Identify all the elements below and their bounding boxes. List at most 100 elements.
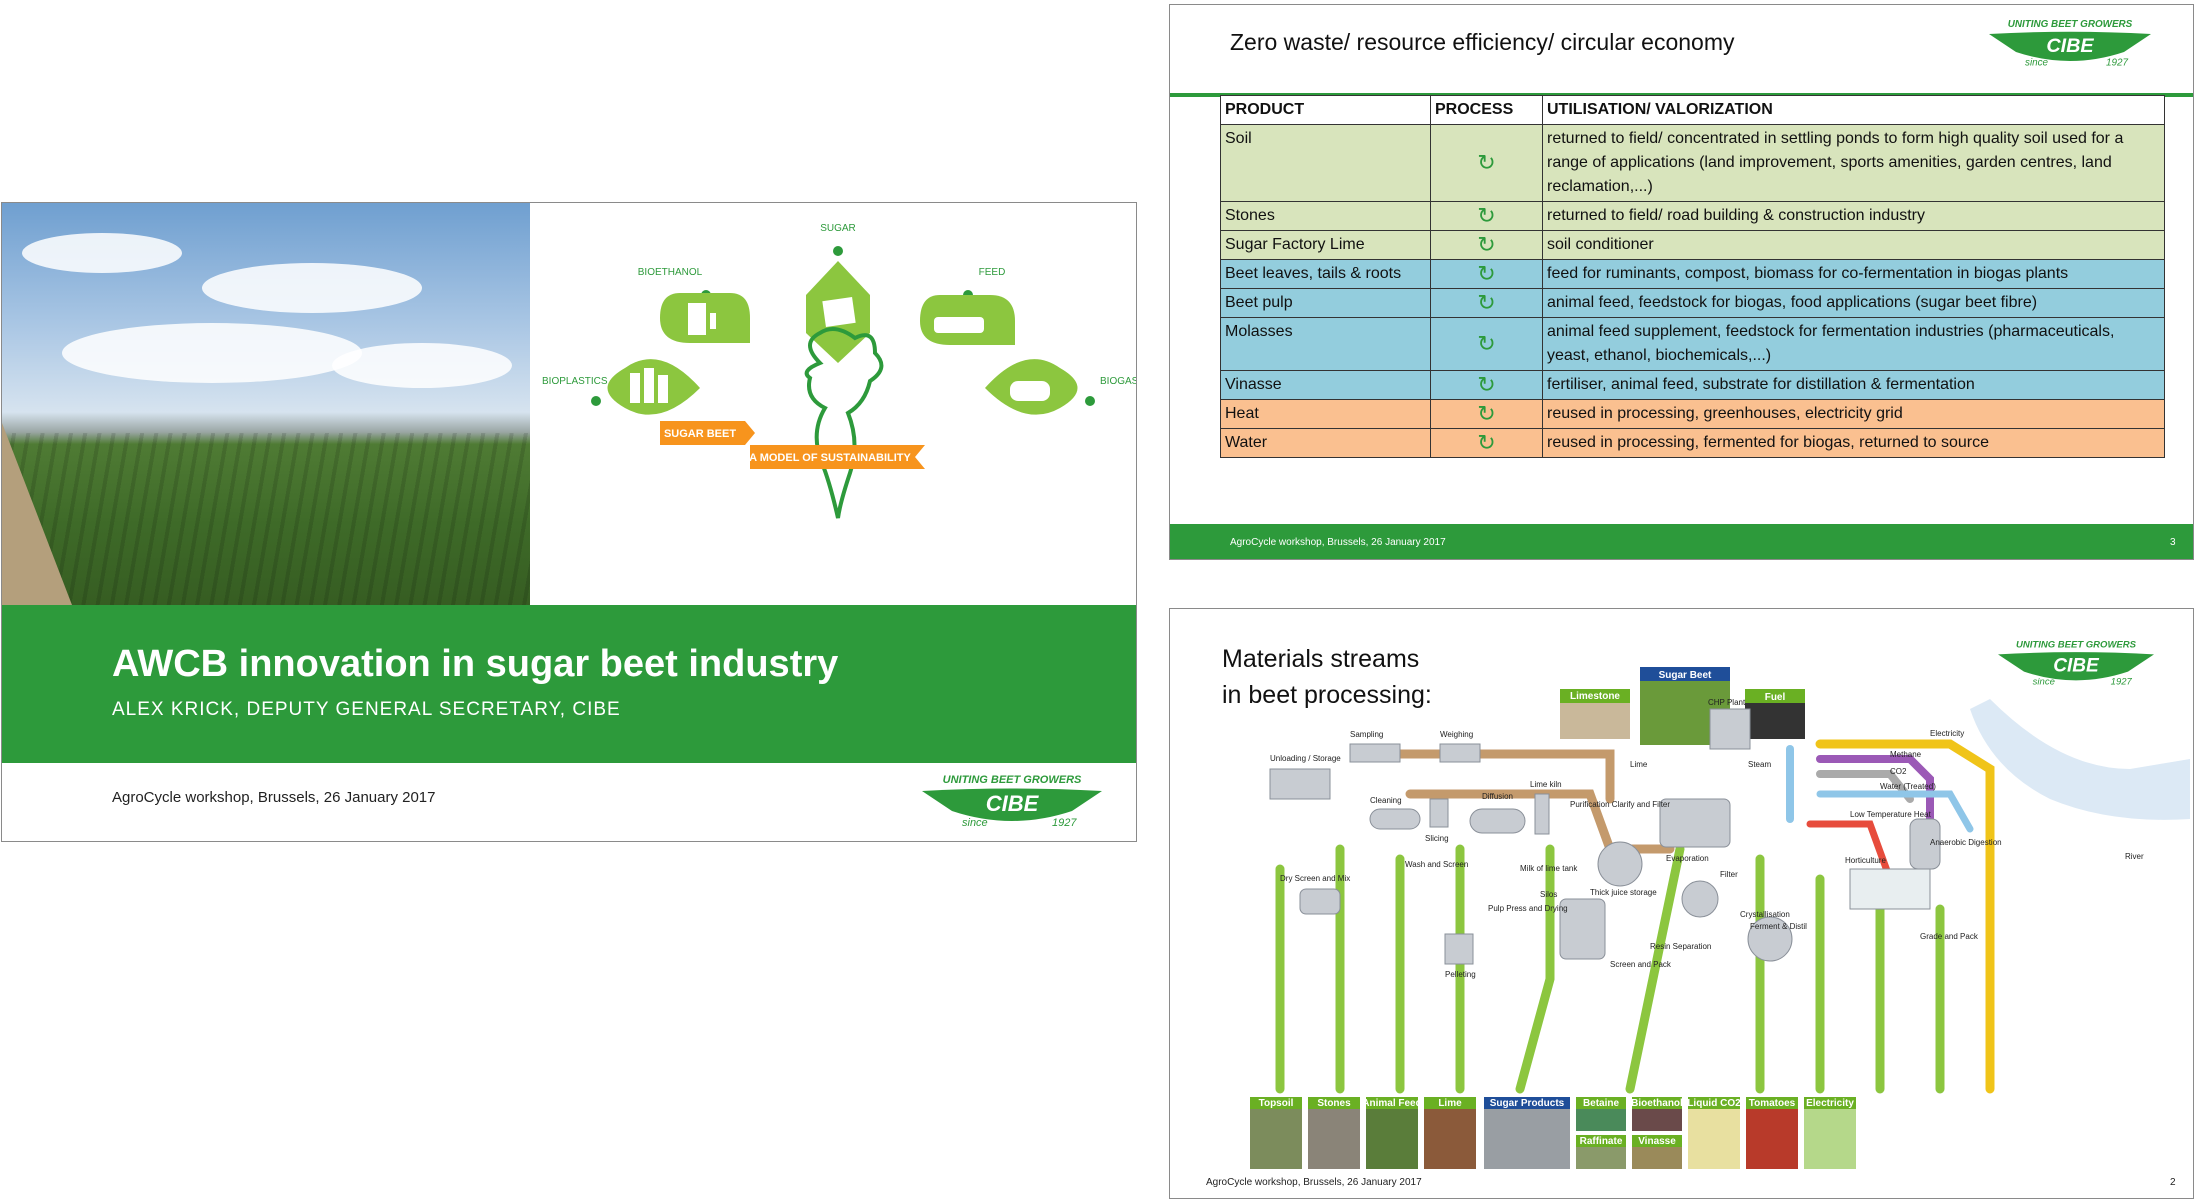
label-feed: FEED bbox=[979, 267, 1006, 278]
product-cell: Soil bbox=[1220, 124, 1431, 202]
output-stones: Stones bbox=[1317, 1098, 1351, 1109]
process-flow-diagram: River Limestone Sugar Beet Fuel bbox=[1250, 667, 2190, 1169]
label-filter: Filter bbox=[1720, 870, 1738, 879]
label-wash-screen: Wash and Screen bbox=[1405, 860, 1468, 869]
valorization-table: PRODUCT PROCESS UTILISATION/ VALORIZATIO… bbox=[1220, 95, 2165, 458]
slide3-title-line2: in beet processing: bbox=[1222, 681, 1432, 709]
cibe-logo: UNITING BEET GROWERS CIBE since 1927 bbox=[1989, 19, 2151, 69]
label-sugar-beet: SUGAR BEET bbox=[664, 428, 736, 440]
output-lime: Lime bbox=[1438, 1098, 1462, 1109]
product-cell: Water bbox=[1220, 428, 1431, 458]
label-sampling: Sampling bbox=[1350, 730, 1383, 739]
slide3-title: Materials streams in beet processing: bbox=[1222, 641, 1432, 713]
label-lime-kiln: Lime kiln bbox=[1530, 780, 1562, 789]
label-sugar: SUGAR bbox=[820, 223, 856, 234]
label-evaporation: Evaporation bbox=[1666, 854, 1709, 863]
cleaning-drum bbox=[1369, 808, 1421, 830]
thick-juice-storage bbox=[1597, 841, 1643, 887]
recycle-icon: ↻ bbox=[1430, 201, 1543, 231]
label-bioethanol: BIOETHANOL bbox=[638, 267, 703, 278]
use-cell: returned to field/ road building & const… bbox=[1542, 201, 2165, 231]
output-raffinate: Raffinate bbox=[1580, 1136, 1623, 1147]
methane-stream bbox=[1816, 755, 1934, 838]
output-betaine: Betaine bbox=[1583, 1098, 1620, 1109]
svg-text:CIBE: CIBE bbox=[986, 791, 1040, 816]
slide3-page-number: 2 bbox=[2170, 1177, 2176, 1188]
slicing-unit bbox=[1429, 798, 1449, 828]
use-cell: fertiliser, animal feed, substrate for d… bbox=[1542, 370, 2165, 400]
weighing-unit bbox=[1439, 743, 1481, 763]
recycle-icon: ↻ bbox=[1430, 288, 1543, 318]
label-water-treated: Water (Treated) bbox=[1880, 782, 1936, 791]
svg-text:1927: 1927 bbox=[2106, 58, 2128, 69]
label-pulp-press: Pulp Press and Drying bbox=[1488, 904, 1568, 913]
use-cell: feed for ruminants, compost, biomass for… bbox=[1542, 259, 2165, 289]
label-grade-pack: Grade and Pack bbox=[1920, 932, 1979, 941]
label-horticulture: Horticulture bbox=[1845, 856, 1886, 865]
use-cell: returned to field/ concentrated in settl… bbox=[1542, 124, 2165, 202]
heat-stream bbox=[1806, 820, 1894, 883]
label-resin-separation: Resin Separation bbox=[1650, 942, 1711, 951]
label-thick-juice: Thick juice storage bbox=[1590, 888, 1657, 897]
recycle-icon: ↻ bbox=[1430, 317, 1543, 371]
evaporation-tanks bbox=[1659, 798, 1731, 848]
label-river: River bbox=[2125, 852, 2144, 861]
label-dry-screen: Dry Screen and Mix bbox=[1280, 874, 1350, 883]
table-row: Heat ↻ reused in processing, greenhouses… bbox=[1220, 399, 2165, 429]
table-row: Vinasse ↻ fertiliser, animal feed, subst… bbox=[1220, 370, 2165, 400]
sugar-beet-outline-icon bbox=[804, 327, 884, 519]
table-row: Water ↻ reused in processing, fermented … bbox=[1220, 428, 2165, 458]
svg-text:UNITING BEET GROWERS: UNITING BEET GROWERS bbox=[943, 774, 1082, 786]
slide2-page-number: 3 bbox=[2170, 537, 2176, 548]
recycle-icon: ↻ bbox=[1430, 259, 1543, 289]
product-cell: Heat bbox=[1220, 399, 1431, 429]
recycle-icon: ↻ bbox=[1430, 124, 1543, 202]
label-limestone: Limestone bbox=[1570, 691, 1620, 702]
label-lime-stream: Lime bbox=[1630, 760, 1648, 769]
silos bbox=[1559, 898, 1606, 960]
pelleting-unit bbox=[1444, 933, 1474, 965]
label-co2: CO2 bbox=[1890, 767, 1907, 776]
table-header: PRODUCT PROCESS UTILISATION/ VALORIZATIO… bbox=[1220, 95, 2165, 125]
materials-streams-slide: Materials streams in beet processing: UN… bbox=[1169, 608, 2194, 1199]
label-chp-plant: CHP Plant bbox=[1708, 698, 1746, 707]
svg-text:CIBE: CIBE bbox=[2046, 35, 2094, 57]
slide2-footer-band bbox=[1170, 524, 2193, 559]
crystallisation-tank bbox=[1747, 916, 1793, 962]
chp-plant bbox=[1709, 708, 1751, 750]
infographic-labels: SUGAR BIOETHANOL FEED BIOPLASTICS BIOGAS bbox=[542, 223, 1136, 387]
slide2-title: Zero waste/ resource efficiency/ circula… bbox=[1230, 29, 1735, 55]
recycle-icon: ↻ bbox=[1430, 230, 1543, 260]
label-bioplastics: BIOPLASTICS bbox=[542, 376, 608, 387]
product-cell: Vinasse bbox=[1220, 370, 1431, 400]
diffusion-drum bbox=[1469, 808, 1526, 834]
dry-screen-mix bbox=[1299, 888, 1341, 915]
label-pelleting: Pelleting bbox=[1445, 970, 1476, 979]
label-low-temp-heat: Low Temperature Heat bbox=[1850, 810, 1932, 819]
sugar-beet-field-photo bbox=[2, 203, 530, 605]
sampling-unit bbox=[1349, 743, 1401, 763]
slide1-title: AWCB innovation in sugar beet industry bbox=[112, 643, 839, 685]
cibe-logo: UNITING BEET GROWERS CIBE since 1927 bbox=[1998, 639, 2154, 688]
slide1-footer: AgroCycle workshop, Brussels, 26 January… bbox=[112, 789, 436, 806]
label-ferment-distil: Ferment & Distil bbox=[1750, 922, 1807, 931]
label-unloading: Unloading / Storage bbox=[1270, 754, 1341, 763]
sustainability-infographic: SUGAR BIOETHANOL FEED BIOPLASTICS BIOGAS… bbox=[542, 223, 1136, 519]
table-row: Beet leaves, tails & roots ↻ feed for ru… bbox=[1220, 259, 2165, 289]
label-tagline: A MODEL OF SUSTAINABILITY bbox=[749, 452, 911, 464]
product-cell: Sugar Factory Lime bbox=[1220, 230, 1431, 260]
svg-text:1927: 1927 bbox=[1052, 817, 1077, 829]
label-milk-of-lime: Milk of lime tank bbox=[1520, 864, 1578, 873]
svg-text:1927: 1927 bbox=[2111, 677, 2133, 688]
use-cell: reused in processing, greenhouses, elect… bbox=[1542, 399, 2165, 429]
output-animal-feed: Animal Feed bbox=[1362, 1098, 1421, 1109]
output-tiles: Topsoil Stones Animal Feed Lime Sugar Pr… bbox=[1250, 1097, 1856, 1169]
electricity-stream bbox=[1815, 739, 1995, 1094]
product-cell: Beet leaves, tails & roots bbox=[1220, 259, 1431, 289]
svg-text:since: since bbox=[2025, 58, 2049, 69]
recycle-icon: ↻ bbox=[1430, 370, 1543, 400]
use-cell: soil conditioner bbox=[1542, 230, 2165, 260]
table-row: Molasses ↻ animal feed supplement, feeds… bbox=[1220, 317, 2165, 371]
header-process: PROCESS bbox=[1430, 95, 1543, 125]
table-row: Beet pulp ↻ animal feed, feedstock for b… bbox=[1220, 288, 2165, 318]
